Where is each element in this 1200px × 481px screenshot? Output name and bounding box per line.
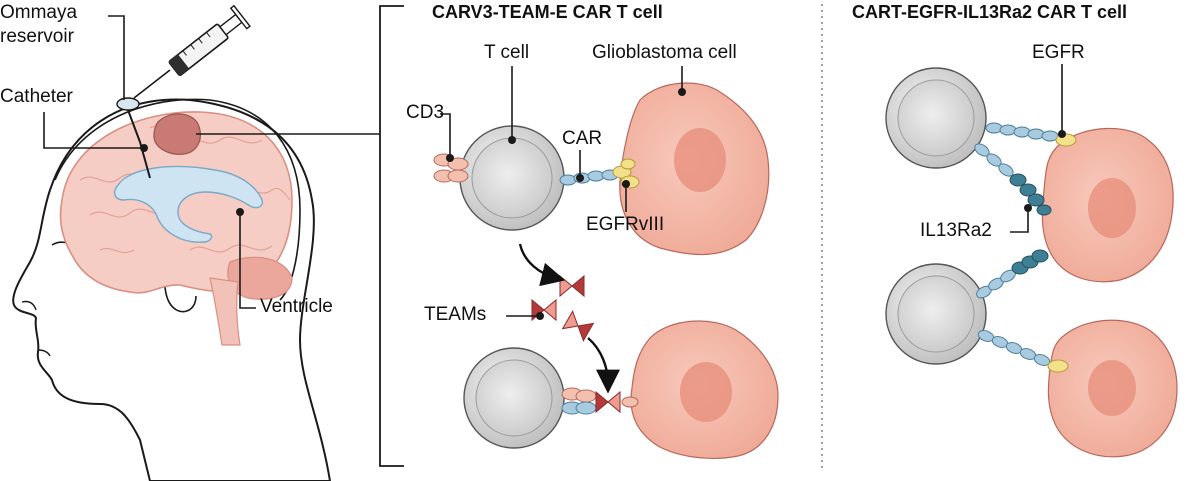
egfrviii-dot (622, 180, 630, 188)
cd3-dot (446, 154, 454, 162)
cart-car-il13-bottom (976, 269, 1016, 299)
brain-tumor (153, 113, 201, 155)
mouth (37, 349, 51, 357)
cd3-label: CD3 (406, 102, 445, 123)
syringe (133, 4, 251, 99)
teams-dot (536, 312, 544, 320)
car-label: CAR (562, 128, 603, 149)
ommaya-leader (108, 15, 125, 100)
glioblastoma-label: Glioblastoma cell (592, 42, 737, 63)
cart-car-egfr-top (985, 122, 1059, 142)
ommaya-label-line1: Ommaya (0, 2, 78, 23)
nostril (21, 300, 37, 311)
team-molecules (531, 274, 595, 342)
carv3-panel-title: CARV3-TEAM-E CAR T cell (432, 2, 663, 22)
cart-panel (885, 64, 1178, 458)
carv3-panel (433, 66, 779, 459)
il13ra2-leader (1010, 208, 1029, 233)
panel-bracket (379, 5, 404, 467)
head-illustration (12, 4, 380, 481)
tumor-nucleus-upper (674, 128, 726, 192)
teams-label: TEAMs (424, 304, 487, 325)
tumor-nucleus-lower (680, 362, 732, 422)
glioblastoma-dot (678, 88, 686, 96)
tcell-dot (508, 136, 516, 144)
flow-arrow-2 (587, 337, 620, 394)
car-chain-upper (559, 169, 619, 186)
t-cell-label: T cell (484, 42, 530, 63)
ventricle (113, 165, 264, 243)
catheter-dot (140, 144, 148, 152)
egfr-label: EGFR (1032, 42, 1085, 63)
egfrviii-label: EGFRvIII (586, 214, 665, 235)
il13ra2-label: IL13Ra2 (920, 220, 992, 241)
catheter-leader (43, 112, 144, 149)
cd3-leader (440, 113, 451, 158)
cart-t-cell-top-inner (897, 79, 975, 157)
cart-car-il13-top (974, 143, 1014, 177)
cart-car-egfr-bottom (977, 330, 1051, 366)
skull (54, 98, 301, 301)
cart-tumor-top-nucleus (1088, 178, 1136, 238)
car-dot (576, 174, 584, 182)
team-bound (595, 390, 639, 414)
brainstem (209, 277, 241, 346)
t-cell-upper-inner (471, 137, 553, 219)
il13ra2-antigen (1009, 173, 1052, 216)
catheter-label: Catheter (0, 86, 73, 107)
flow-arrow-1 (518, 243, 566, 287)
ventricle-dot (236, 208, 244, 216)
cart-tumor-bottom-nucleus (1088, 360, 1136, 416)
cart-panel-title: CART-EGFR-IL13Ra2 CAR T cell (852, 2, 1128, 22)
ventricle-leader (239, 212, 256, 309)
t-cell-lower-inner (475, 359, 553, 437)
ommaya-label-line2: reservoir (0, 26, 74, 47)
cart-t-cell-bottom-inner (897, 275, 975, 353)
egfr-antigen-bottom (1047, 359, 1069, 373)
egfr-dot (1058, 130, 1066, 138)
il13ra2-antigen-bottom (1011, 249, 1049, 275)
il13ra2-dot (1024, 204, 1032, 212)
ommaya-reservoir (116, 97, 140, 111)
catheter-tube (127, 109, 151, 179)
cd3-receptor-lower (561, 387, 597, 415)
ventricle-label: Ventricle (260, 296, 333, 317)
